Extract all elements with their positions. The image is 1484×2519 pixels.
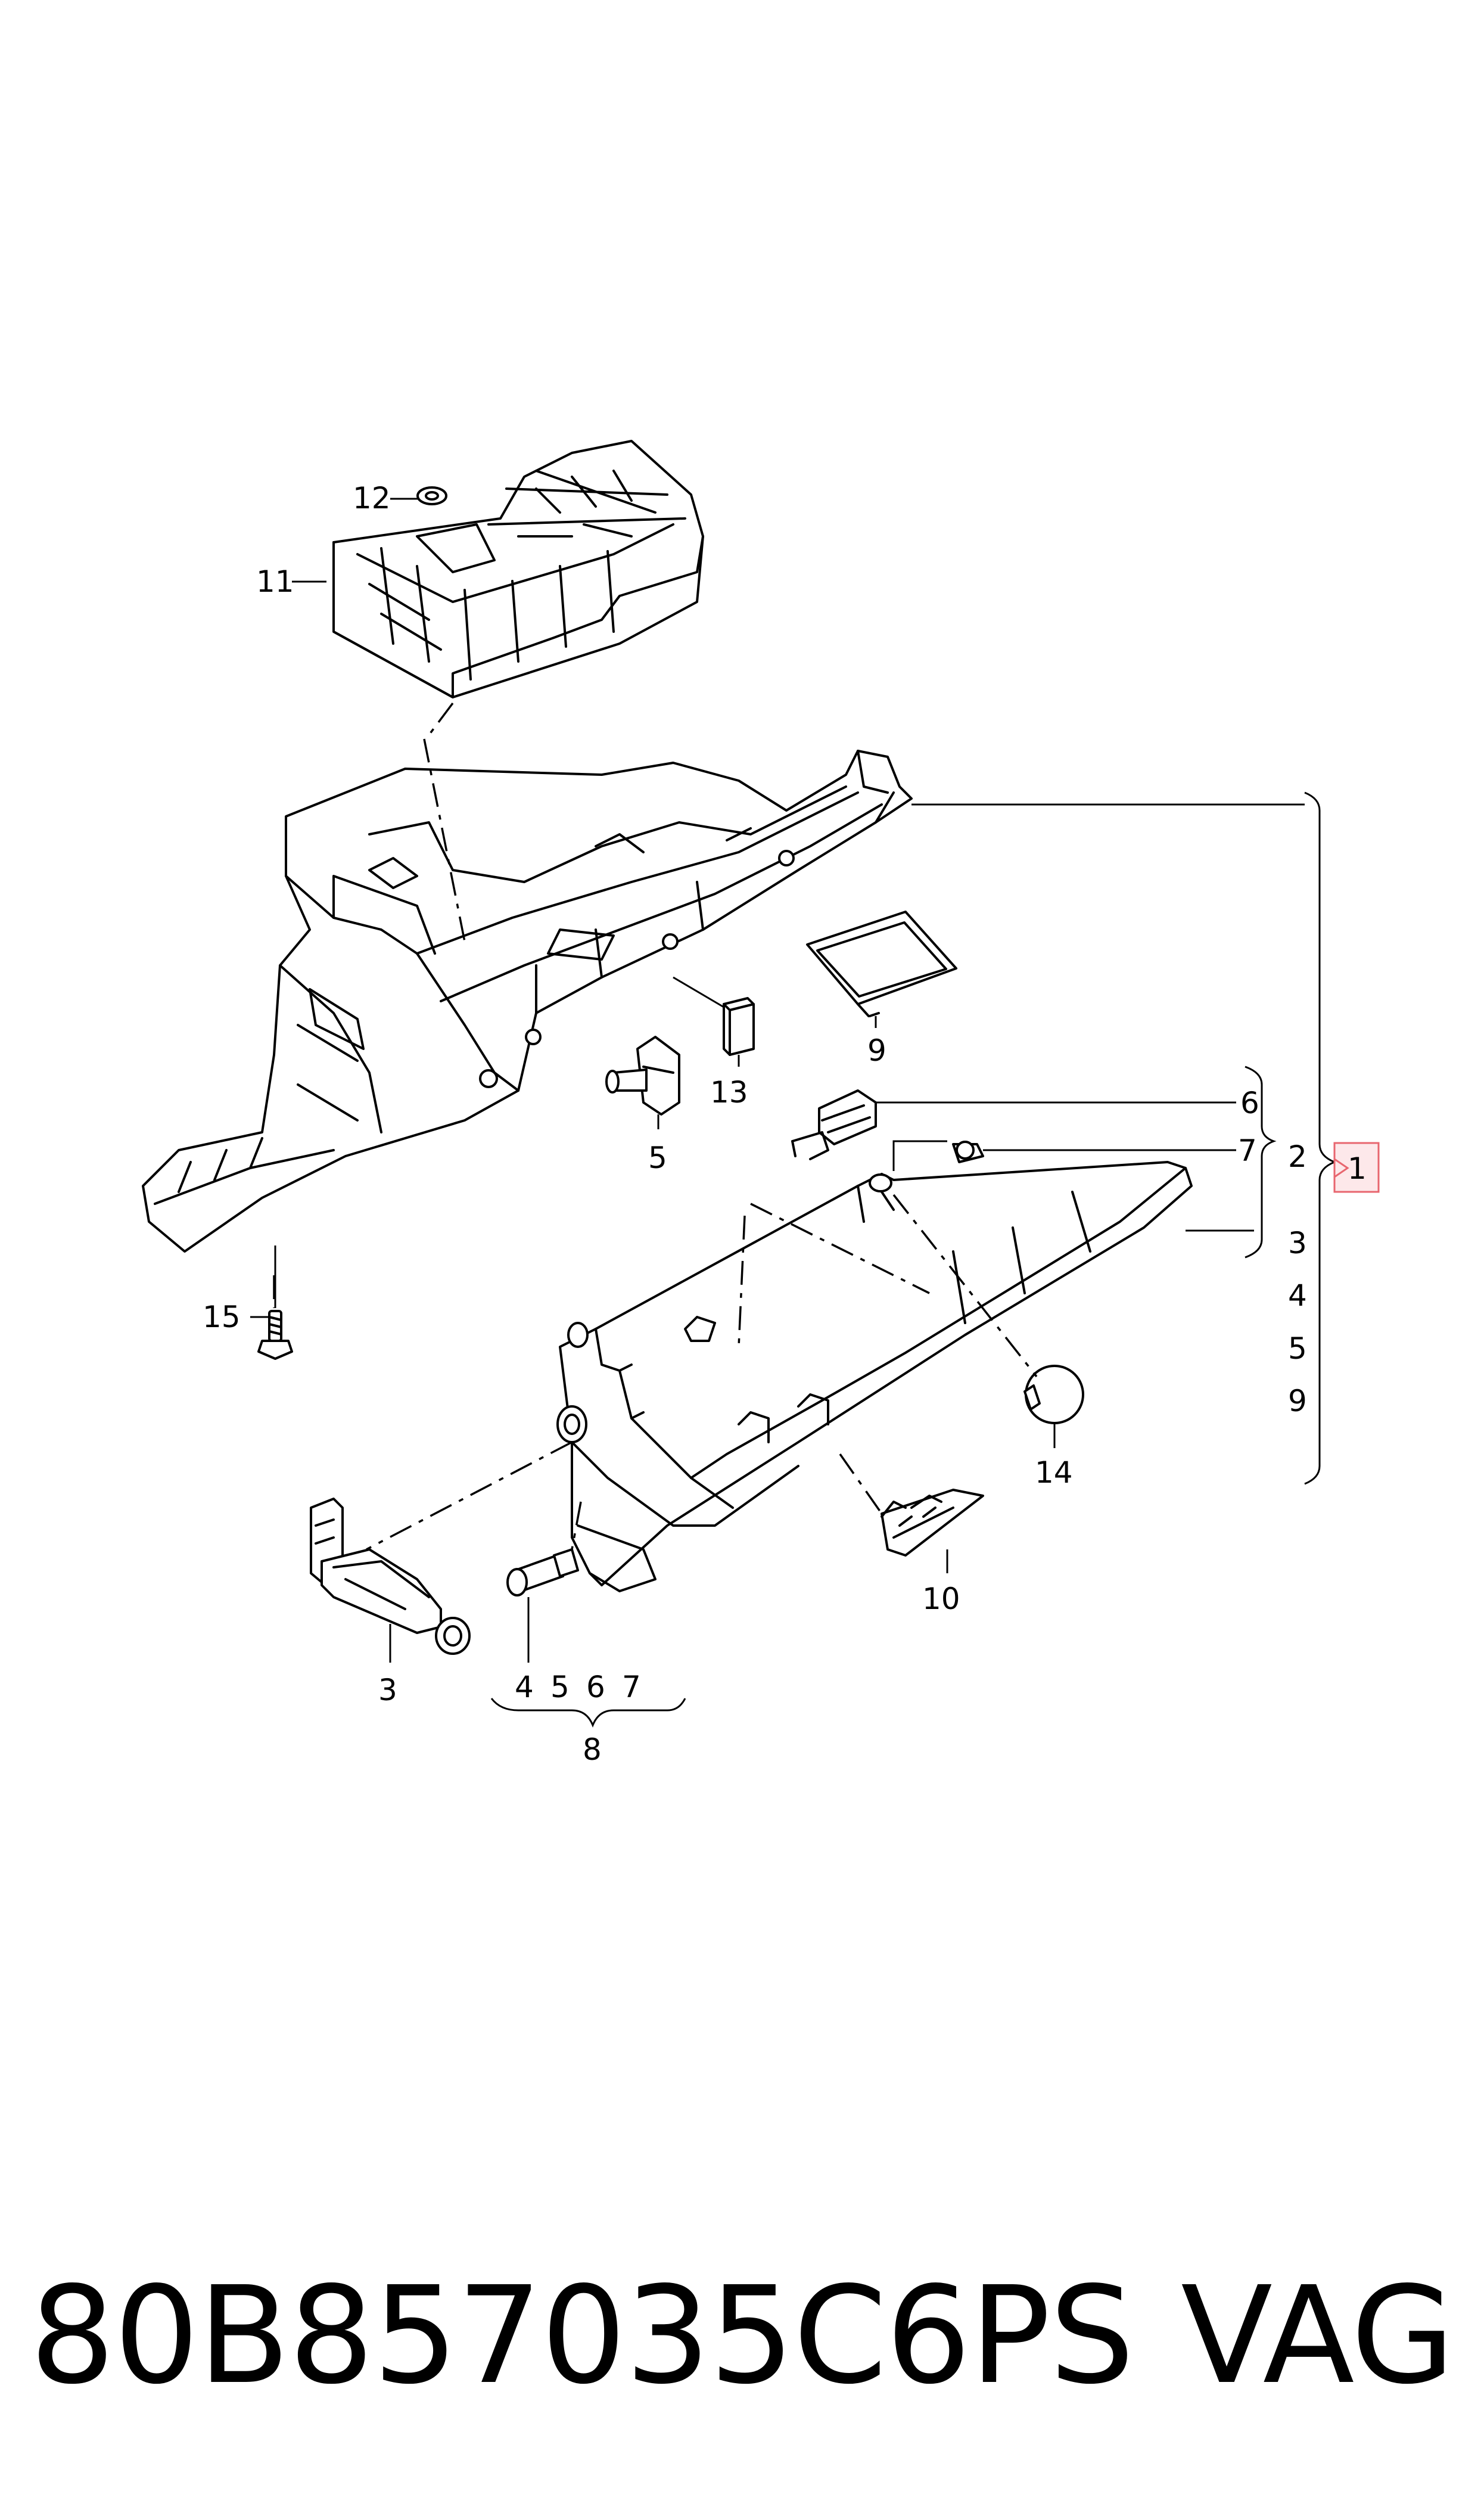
- part-13-block: [723, 997, 755, 1056]
- callout-9-top: 9: [867, 1033, 886, 1068]
- leader-lines: [250, 498, 1305, 1663]
- group-list-5: 5: [1288, 1331, 1307, 1366]
- part-3-lock: [310, 1498, 471, 1655]
- callout-12: 12: [353, 481, 391, 515]
- callout-10: 10: [922, 1582, 960, 1616]
- part-15-screw: [257, 1310, 293, 1360]
- callout-13: 13: [710, 1075, 748, 1110]
- group-8-item-6: 6: [586, 1670, 605, 1704]
- group-list-4: 4: [1288, 1278, 1307, 1313]
- callout-1: 1: [1348, 1151, 1367, 1186]
- group-8-item-7: 7: [622, 1670, 641, 1704]
- callout-8: 8: [583, 1732, 602, 1767]
- part-14-cap: [1023, 1365, 1084, 1424]
- assembly-lines: [273, 702, 1038, 1551]
- part-7-clip: [952, 1141, 984, 1163]
- part-11-upper-tray: [332, 440, 704, 698]
- callout-labels: 12 11 9 13 5 6 7 2 1 3 4 5 9 15 14 10 3 …: [203, 481, 1367, 1767]
- callout-1-highlight: [1333, 1142, 1380, 1193]
- callout-11: 11: [256, 564, 294, 599]
- part-6-damper: [791, 1089, 877, 1160]
- group-list-9: 9: [1288, 1384, 1307, 1418]
- callout-14: 14: [1035, 1455, 1073, 1490]
- footer: 80B857035C6PS VAG: [30, 2257, 1455, 2414]
- callout-15: 15: [203, 1300, 241, 1334]
- part-9-panel: [806, 911, 957, 1017]
- brand-name: VAG: [1181, 2257, 1455, 2414]
- callout-7: 7: [1238, 1133, 1257, 1168]
- part-5-bracket: [605, 1036, 680, 1116]
- callout-2: 2: [1288, 1139, 1307, 1174]
- group-8-item-5: 5: [550, 1670, 570, 1704]
- part-1-carrier: [142, 750, 913, 1253]
- callout-5: 5: [648, 1141, 667, 1175]
- callout-6: 6: [1240, 1086, 1259, 1120]
- group-list-3: 3: [1288, 1226, 1307, 1260]
- part-10-latch: [881, 1489, 984, 1557]
- callout-3: 3: [378, 1673, 397, 1707]
- part-12-clip: [416, 486, 447, 505]
- part-8-pin: [506, 1548, 579, 1596]
- part-2-glove-box: [556, 1161, 1193, 1592]
- group-8-item-4: 4: [515, 1670, 534, 1704]
- part-number: 80B857035C6PS: [30, 2257, 1134, 2414]
